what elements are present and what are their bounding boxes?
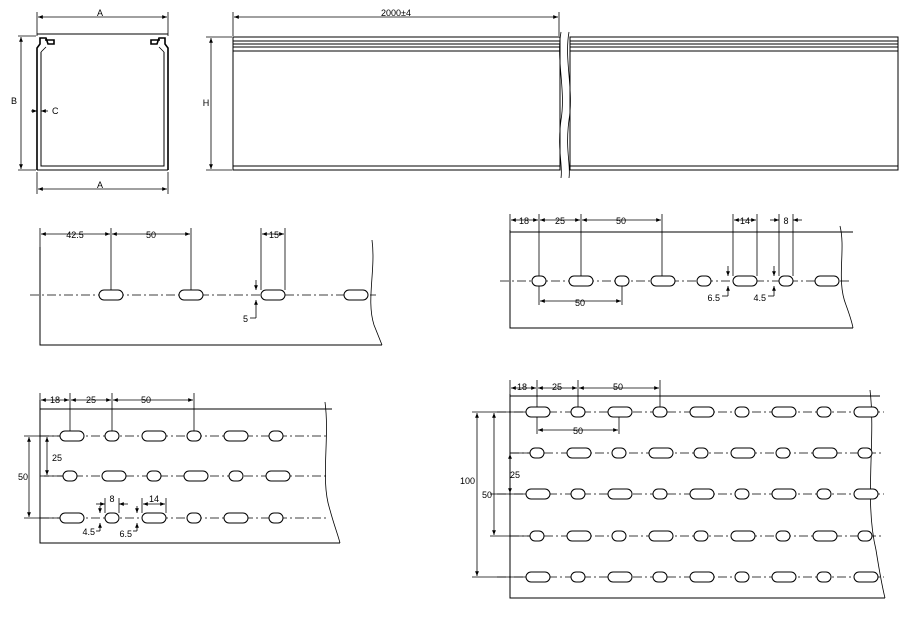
- dim-height-h: H: [203, 98, 210, 108]
- p1-dim-15: 15: [269, 230, 279, 240]
- p2-dim-18: 18: [519, 216, 529, 226]
- p3-dim-6-5: 6.5: [119, 529, 132, 539]
- p3-dim-14: 14: [149, 494, 159, 504]
- p3-dim-18: 18: [50, 395, 60, 405]
- p4-dim-25: 25: [552, 382, 562, 392]
- p3-dim-25: 25: [86, 395, 96, 405]
- p4-dim-100: 100: [460, 476, 475, 486]
- p4-dim-50-left: 50: [482, 490, 492, 500]
- p4-dim-50-second: 50: [573, 426, 583, 436]
- dim-bottom-a: A: [97, 180, 103, 190]
- p2-dim-4-5: 4.5: [753, 293, 766, 303]
- perforation-pattern-2: 18 25 50 14 8 50 6.5 4.5: [500, 214, 854, 329]
- p4-dim-25-left: 25: [510, 470, 520, 480]
- p1-dim-5: 5: [243, 314, 248, 324]
- p2-dim-14: 14: [740, 216, 750, 226]
- dim-length: 2000±4: [381, 8, 411, 18]
- perforation-pattern-3: 18 25 50 50 25 8 14 4.5 6.5: [18, 393, 341, 544]
- dim-height-b: B: [11, 96, 17, 106]
- p2-dim-50-bottom: 50: [575, 298, 585, 308]
- side-view: 2000±4 H: [203, 8, 899, 179]
- section-view: A B C A: [11, 8, 169, 194]
- dim-wall-c: C: [52, 106, 59, 116]
- p3-dim-4-5: 4.5: [82, 527, 95, 537]
- p2-dim-6-5: 6.5: [707, 293, 720, 303]
- p3-dim-50-left: 50: [18, 472, 28, 482]
- p3-dim-25-left: 25: [52, 453, 62, 463]
- perforation-pattern-1: 42.5 50 15 5: [30, 228, 383, 346]
- p1-dim-42-5: 42.5: [66, 230, 84, 240]
- p1-dim-50: 50: [146, 230, 156, 240]
- p3-dim-50: 50: [141, 395, 151, 405]
- dim-top-a: A: [97, 8, 103, 18]
- p3-dim-8: 8: [109, 494, 114, 504]
- p4-dim-18: 18: [517, 382, 527, 392]
- perforation-pattern-4: 18 25 50 50 100 50 25: [460, 380, 886, 599]
- p4-dim-50-top: 50: [613, 382, 623, 392]
- p2-dim-8: 8: [783, 216, 788, 226]
- p2-dim-50-top: 50: [616, 216, 626, 226]
- p2-dim-25: 25: [555, 216, 565, 226]
